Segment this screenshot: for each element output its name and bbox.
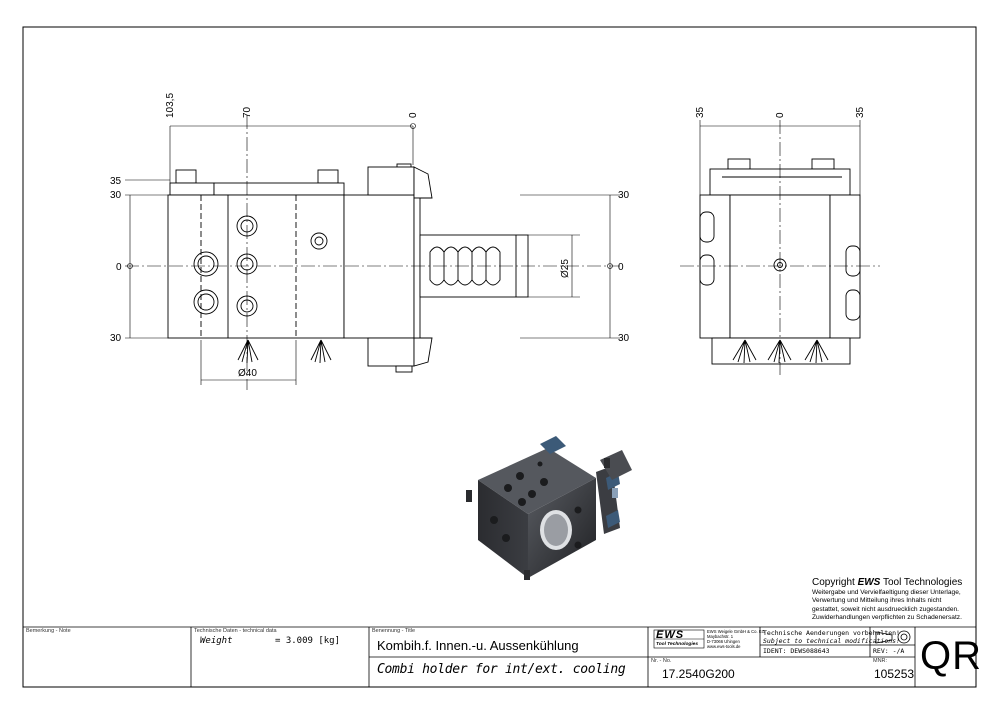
title-block-lines bbox=[23, 626, 976, 687]
weight-label: Weight bbox=[200, 636, 233, 646]
copyright-line: Zuwiderhandlungen verpflichten zu Schade… bbox=[812, 613, 962, 621]
dim-35-left: 35 bbox=[110, 176, 122, 187]
side-dim-0: 0 bbox=[775, 112, 786, 118]
title-label: Benennung - Title bbox=[372, 628, 416, 634]
dim-0-right: 0 bbox=[618, 262, 624, 273]
mnr-number: 105253 bbox=[874, 667, 915, 681]
dim-diameter-40: Ø40 bbox=[238, 368, 257, 379]
qr-mark: QR bbox=[920, 634, 982, 678]
side-dimension-lines bbox=[680, 120, 880, 375]
dim-30-left-top: 30 bbox=[110, 190, 122, 201]
ident-number: IDENT: DEWS088643 bbox=[763, 647, 830, 655]
dim-70: 70 bbox=[242, 106, 253, 118]
dim-0-top: 0 bbox=[408, 112, 419, 118]
notice-german: Technische Aenderungen vorbehalten! bbox=[763, 629, 900, 637]
front-dimension-lines bbox=[125, 115, 620, 390]
sheet-border bbox=[22, 26, 977, 688]
logo-subtext: Tool Technologies bbox=[656, 642, 699, 647]
side-view bbox=[699, 158, 861, 365]
ews-logo bbox=[653, 629, 705, 649]
weight-value: = 3.009 [kg] bbox=[275, 636, 341, 646]
copyright-notice: Copyright EWS Tool Technologies Weiterga… bbox=[812, 577, 982, 622]
mnr-label: MNR: bbox=[873, 658, 888, 664]
dim-diameter-25: Ø25 bbox=[560, 259, 571, 278]
company-address: EWS Weigele GmbH & Co. KG Maybachstr. 1 … bbox=[707, 629, 765, 649]
remark-label: Bemerkung - Note bbox=[26, 628, 71, 634]
dim-0-left: 0 bbox=[116, 262, 122, 273]
copyright-line: Verwertung und Mitteilung ihres Inhalts … bbox=[812, 597, 942, 605]
dim-30-right-top: 30 bbox=[618, 190, 630, 201]
title-english: Combi holder for int/ext. cooling bbox=[377, 662, 626, 677]
side-dim-35-right: 35 bbox=[855, 106, 866, 118]
dim-30-left-bottom: 30 bbox=[110, 333, 122, 344]
dim-30-right-bottom: 30 bbox=[618, 333, 630, 344]
tech-data-label: Technische Daten - technical data bbox=[194, 628, 277, 634]
notice-english: Subject to technical modifications! bbox=[763, 637, 900, 645]
copyright-line: Weitergabe und Vervielfaeltigung dieser … bbox=[812, 589, 961, 596]
dim-103-5: 103,5 bbox=[165, 93, 176, 118]
number-label: Nr. - No. bbox=[651, 658, 672, 664]
front-view bbox=[167, 163, 529, 373]
copyright-line: gestattet, soweit nicht ausdruecklich zu… bbox=[812, 605, 959, 613]
logo-text: EWS bbox=[656, 629, 685, 641]
part-number: 17.2540G200 bbox=[662, 667, 735, 681]
title-german: Kombih.f. Innen.-u. Aussenkühlung bbox=[377, 638, 579, 653]
projection-symbol-icon bbox=[875, 630, 911, 644]
revision: REV: -/A bbox=[873, 647, 905, 655]
side-dim-35-left: 35 bbox=[695, 106, 706, 118]
iso-render bbox=[466, 436, 632, 580]
